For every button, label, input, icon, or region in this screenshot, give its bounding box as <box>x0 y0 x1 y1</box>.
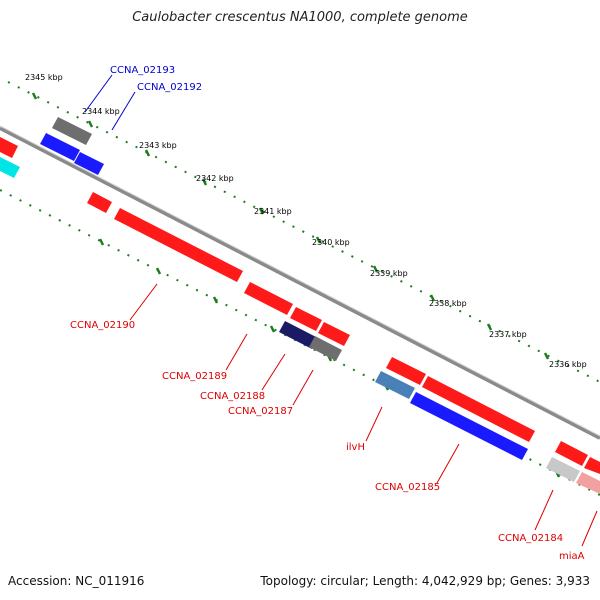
genome-backbone <box>0 126 600 440</box>
gene-bar-light-gray[interactable] <box>546 457 580 482</box>
gene-bar-red[interactable] <box>318 322 350 346</box>
tick-label: 2345 kbp <box>25 73 63 82</box>
tick-label: 2343 kbp <box>139 141 177 150</box>
gene-label-ccna-02185[interactable]: CCNA_02185 <box>375 482 440 493</box>
gene-label-ccna-02192[interactable]: CCNA_02192 <box>137 82 202 93</box>
tick-label: 2341 kbp <box>254 207 292 216</box>
gene-bar-red[interactable] <box>386 357 426 385</box>
accession-text: Accession: NC_011916 <box>8 574 145 588</box>
gene-label-miaa[interactable]: miaA <box>559 551 585 562</box>
gene-labels: CCNA_02193 CCNA_02192 CCNA_02190 CCNA_02… <box>70 65 585 562</box>
map-title: Caulobacter crescentus NA1000, complete … <box>132 10 468 25</box>
scale-tick-labels: 2345 kbp 2344 kbp 2343 kbp 2342 kbp 2341… <box>25 73 587 369</box>
gene-features <box>0 117 600 494</box>
gene-bar-cyan[interactable] <box>0 157 20 178</box>
gene-bar-blue[interactable] <box>74 152 104 175</box>
genome-backbone-highlight <box>0 125 600 437</box>
gene-bar-red[interactable] <box>244 282 293 315</box>
gene-bar-red[interactable] <box>422 376 535 442</box>
gene-label-ccna-02189[interactable]: CCNA_02189 <box>162 371 227 382</box>
tick-label: 2342 kbp <box>196 174 234 183</box>
gene-label-ccna-02193[interactable]: CCNA_02193 <box>110 65 175 76</box>
gene-label-ilvh[interactable]: ilvH <box>346 442 365 453</box>
gene-bar-red[interactable] <box>584 457 600 474</box>
gene-bar-red[interactable] <box>87 192 112 213</box>
label-leader-lines <box>84 74 598 547</box>
gene-label-ccna-02188[interactable]: CCNA_02188 <box>200 391 265 402</box>
outer-scale-dots <box>7 81 600 383</box>
gene-bar-steel[interactable] <box>375 371 415 399</box>
gene-bar-red[interactable] <box>555 441 588 466</box>
gene-label-ccna-02190[interactable]: CCNA_02190 <box>70 320 135 331</box>
gene-label-ccna-02184[interactable]: CCNA_02184 <box>498 533 563 544</box>
tick-label: 2339 kbp <box>370 269 408 278</box>
gene-bar-red[interactable] <box>290 307 322 331</box>
gene-bar-red[interactable] <box>0 137 18 158</box>
tick-label: 2344 kbp <box>82 107 120 116</box>
gene-bar-red[interactable] <box>114 208 243 282</box>
tick-label: 2340 kbp <box>312 238 350 247</box>
genome-summary-text: Topology: circular; Length: 4,042,929 bp… <box>260 574 590 588</box>
tick-label: 2338 kbp <box>429 299 467 308</box>
gene-bar-gray[interactable] <box>309 336 342 361</box>
gene-bar-pink[interactable] <box>576 472 600 494</box>
tick-label: 2336 kbp <box>549 360 587 369</box>
gene-bar-blue[interactable] <box>40 133 80 161</box>
gene-bar-navy[interactable] <box>279 321 318 349</box>
outer-tick-marks <box>31 92 550 360</box>
gene-label-ccna-02187[interactable]: CCNA_02187 <box>228 406 293 417</box>
tick-label: 2337 kbp <box>489 330 527 339</box>
gene-bar-gray[interactable] <box>52 117 92 145</box>
gene-bar-blue[interactable] <box>410 392 528 460</box>
